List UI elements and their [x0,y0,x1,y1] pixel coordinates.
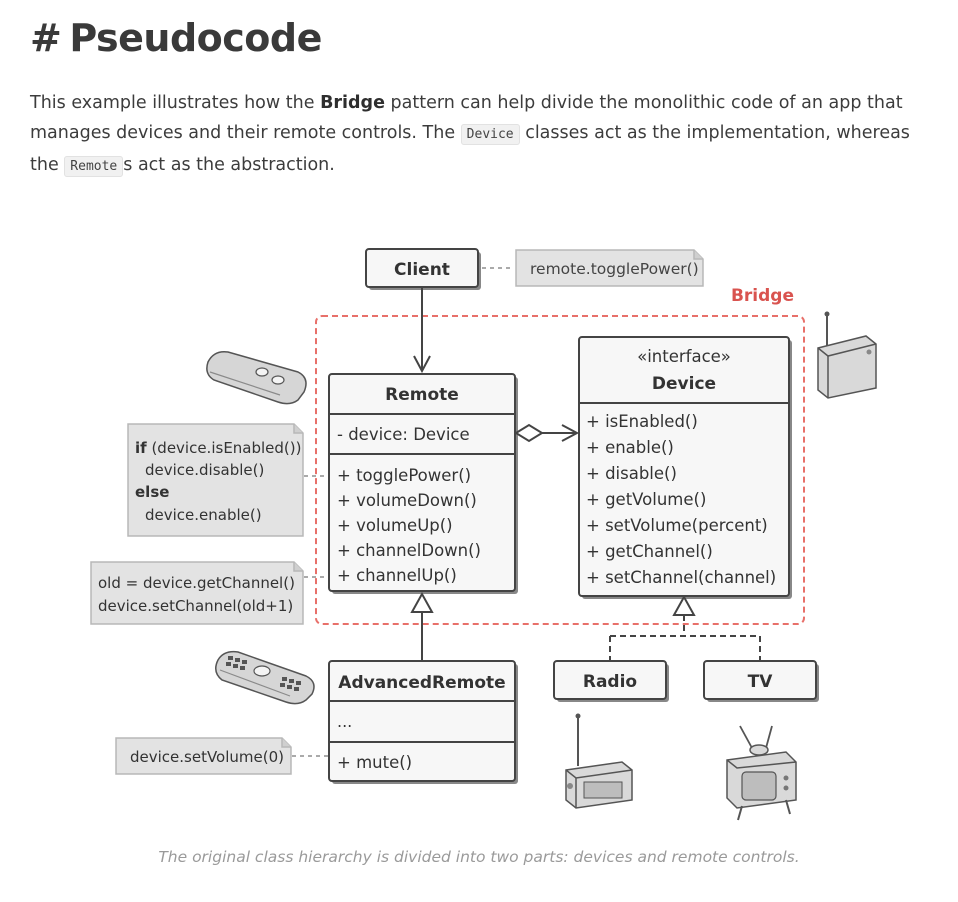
remote-field: - device: Device [337,425,470,444]
inheritance-triangle-remote [410,591,434,613]
intro-paragraph: This example illustrates how the Bridge … [30,88,935,182]
bridge-label: Bridge [731,286,794,306]
device-method-get-channel: + getChannel() [586,542,713,561]
client-class: Client [365,248,481,290]
advanced-remote-field: ... [337,712,352,731]
remote-class: Remote - device: Device + togglePower() … [328,373,518,594]
remote-method-channel-up: + channelUp() [337,566,457,585]
remote-method-volume-up: + volumeUp() [337,516,453,535]
remote-title: Remote [385,385,459,405]
client-title: Client [394,260,450,280]
simple-remote-illustration [206,350,307,405]
heading-anchor-hash[interactable]: # [30,16,62,60]
mute-note: device.setVolume(0) [115,737,292,775]
tv-illustration [726,725,797,821]
channel-up-note: old = device.getChannel() device.setChan… [90,561,304,625]
aggregation-diamond [514,423,544,443]
advanced-remote-class: AdvancedRemote ... + mute() [328,660,518,784]
realization-triangle-device [672,594,696,616]
device-interface: «interface» Device + isEnabled() + enabl… [578,336,792,599]
remote-method-channel-down: + channelDown() [337,541,481,560]
inline-code-device: Device [460,124,520,145]
advanced-remote-illustration [215,650,315,705]
page-title: #Pseudocode [30,12,322,64]
inline-code-remote: Remote [64,156,124,177]
note-get-channel-line: old = device.getChannel() [98,574,295,592]
bridge-boundary [315,315,805,625]
aggregation-arrowhead [561,424,580,442]
device-method-is-enabled: + isEnabled() [586,412,698,431]
note-disable-line: device.disable() [145,461,264,479]
advanced-remote-title: AdvancedRemote [338,673,505,693]
radio-class: Radio [553,660,669,702]
intro-bold-bridge: Bridge [320,93,385,113]
note-set-channel-line: device.setChannel(old+1) [98,597,293,615]
association-arrowhead [413,355,431,374]
intro-text-4: s act as the abstraction. [123,155,335,175]
device-title: Device [652,374,716,394]
svg-text:if (device.isEnabled()): if (device.isEnabled()) [135,439,301,457]
device-method-disable: + disable() [586,464,677,483]
note-keyword-if: if [135,439,147,457]
device-method-enable: + enable() [586,438,674,457]
tv-title: TV [748,672,774,692]
remote-method-volume-down: + volumeDown() [337,491,477,510]
mute-note-text: device.setVolume(0) [130,748,284,766]
device-stereotype: «interface» [637,347,731,366]
figure-caption: The original class hierarchy is divided … [158,848,800,866]
toggle-power-note: if (device.isEnabled()) device.disable()… [127,423,304,537]
intro-text-2: pattern can help divide the monolithic c… [30,93,903,143]
client-note: remote.togglePower() [515,249,704,287]
radio-title: Radio [583,672,637,692]
advanced-remote-method-mute: + mute() [337,753,412,772]
radio-illustration [565,713,633,809]
client-note-text: remote.togglePower() [530,260,699,278]
heading-text: Pseudocode [69,16,322,60]
device-box-illustration [817,311,877,399]
device-method-set-channel: + setChannel(channel) [586,568,776,587]
intro-text-1: This example illustrates how the [30,93,321,113]
intro-text-3: classes act as the implementation, where… [30,123,910,175]
remote-method-toggle-power: + togglePower() [337,466,471,485]
device-method-get-volume: + getVolume() [586,490,706,509]
note-enable-line: device.enable() [145,506,262,524]
tv-class: TV [703,660,819,702]
note-if-condition: (device.isEnabled()) [147,439,302,457]
device-method-set-volume: + setVolume(percent) [586,516,768,535]
note-keyword-else: else [135,483,169,501]
